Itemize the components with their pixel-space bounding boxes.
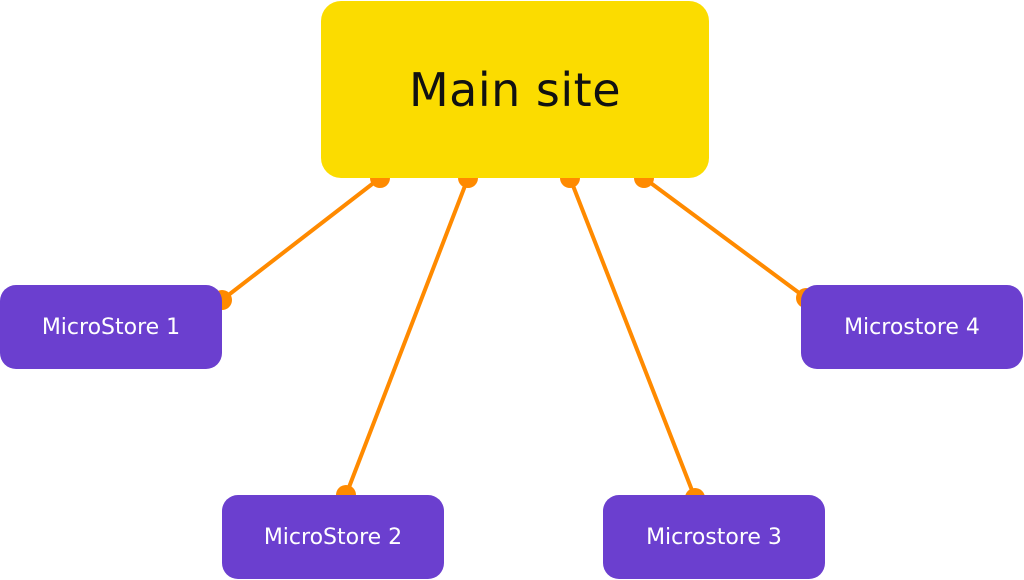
connector-2-line — [344, 176, 470, 497]
microstore-4-node: Microstore 4 — [801, 285, 1023, 369]
microstore-3-node: Microstore 3 — [603, 495, 825, 579]
main-site-node: Main site — [321, 1, 709, 178]
microstore-2-node: MicroStore 2 — [222, 495, 444, 579]
connector-2 — [336, 168, 478, 505]
connector-3 — [560, 168, 705, 508]
microstore-1-node: MicroStore 1 — [0, 285, 222, 369]
connector-1 — [212, 168, 390, 310]
connector-1-line — [220, 176, 382, 302]
connector-4 — [634, 168, 816, 308]
connector-4-line — [642, 176, 808, 300]
connector-3-line — [568, 176, 697, 500]
